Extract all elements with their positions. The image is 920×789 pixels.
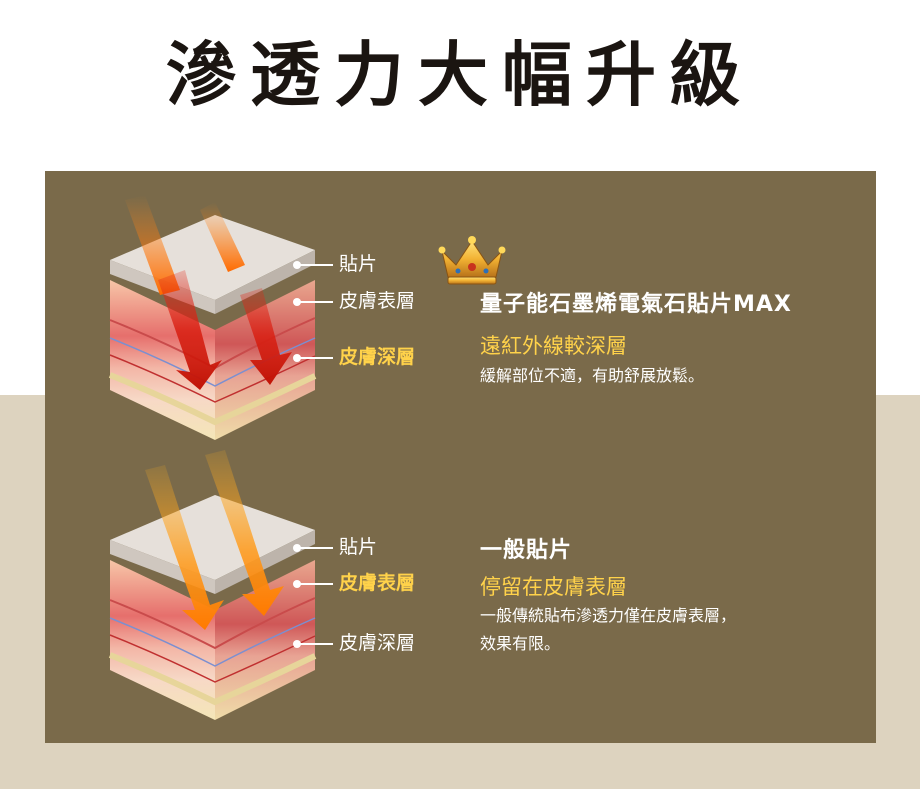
- crown-icon: [438, 236, 506, 285]
- max-product-description: 緩解部位不適，有助舒展放鬆。: [480, 366, 705, 385]
- label-patch-1: 貼片: [293, 255, 377, 274]
- max-product-subtitle: 遠紅外線較深層: [480, 334, 627, 358]
- dot-icon: [293, 260, 301, 269]
- dot-icon: [293, 579, 301, 588]
- normal-description-line-2: 效果有限。: [480, 634, 561, 653]
- normal-product-title: 一般貼片: [480, 538, 573, 563]
- page-headline: 滲透力大幅升級: [166, 33, 754, 116]
- dot-icon: [293, 353, 301, 362]
- normal-product-description: 一般傳統貼布滲透力僅在皮膚表層， 效果有限。: [480, 602, 736, 658]
- label-surface-1: 皮膚表層: [293, 292, 415, 311]
- dot-icon: [293, 297, 301, 306]
- label-surface-2: 皮膚表層: [293, 574, 415, 593]
- label-deep-2: 皮膚深層: [293, 634, 415, 653]
- max-product-title: 量子能石墨烯電氣石貼片MAX: [480, 292, 792, 317]
- dot-icon: [293, 639, 301, 648]
- normal-product-subtitle: 停留在皮膚表層: [480, 575, 627, 599]
- dot-icon: [293, 543, 301, 552]
- label-patch-2: 貼片: [293, 538, 377, 557]
- skin-layers-illustration-deep: [108, 195, 317, 440]
- normal-description-line-1: 一般傳統貼布滲透力僅在皮膚表層，: [480, 606, 737, 625]
- skin-layers-illustration-surface: [108, 450, 317, 720]
- label-deep-1: 皮膚深層: [293, 348, 415, 367]
